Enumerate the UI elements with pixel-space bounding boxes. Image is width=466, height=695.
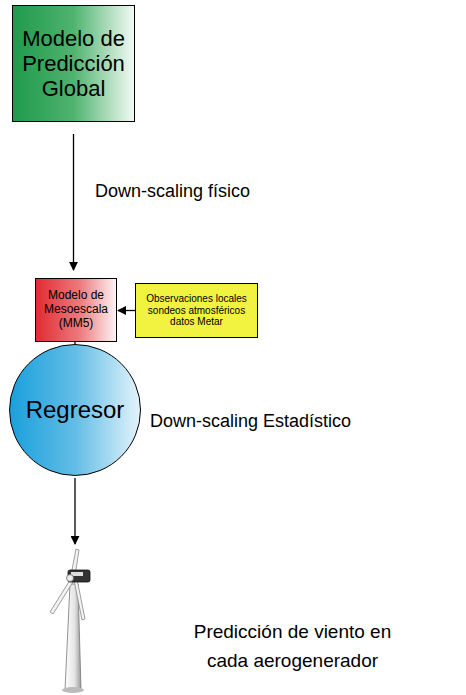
mesoscale-model-box: Modelo de Mesoescala (MM5) (35, 278, 117, 342)
connector-arrow (73, 134, 74, 270)
node-text: Observaciones locales sondeos atmosféric… (140, 293, 253, 328)
observations-box: Observaciones locales sondeos atmosféric… (135, 283, 258, 338)
node-text: Modelo de Mesoescala (MM5) (40, 289, 112, 330)
node-text: Regresor (26, 396, 125, 424)
output-arrow (74, 478, 75, 544)
regressor-circle: Regresor (9, 344, 141, 476)
process-label: Down-scaling físico (95, 178, 250, 205)
connector-arrow (118, 310, 135, 311)
node-text: Modelo de Predicción Global (19, 26, 128, 102)
output-label: Predicción de viento en cada aerogenerad… (190, 618, 395, 675)
process-label: Down-scaling Estadístico (150, 408, 351, 435)
wind-turbine (50, 549, 90, 693)
global-model-box: Modelo de Predicción Global (12, 5, 135, 122)
